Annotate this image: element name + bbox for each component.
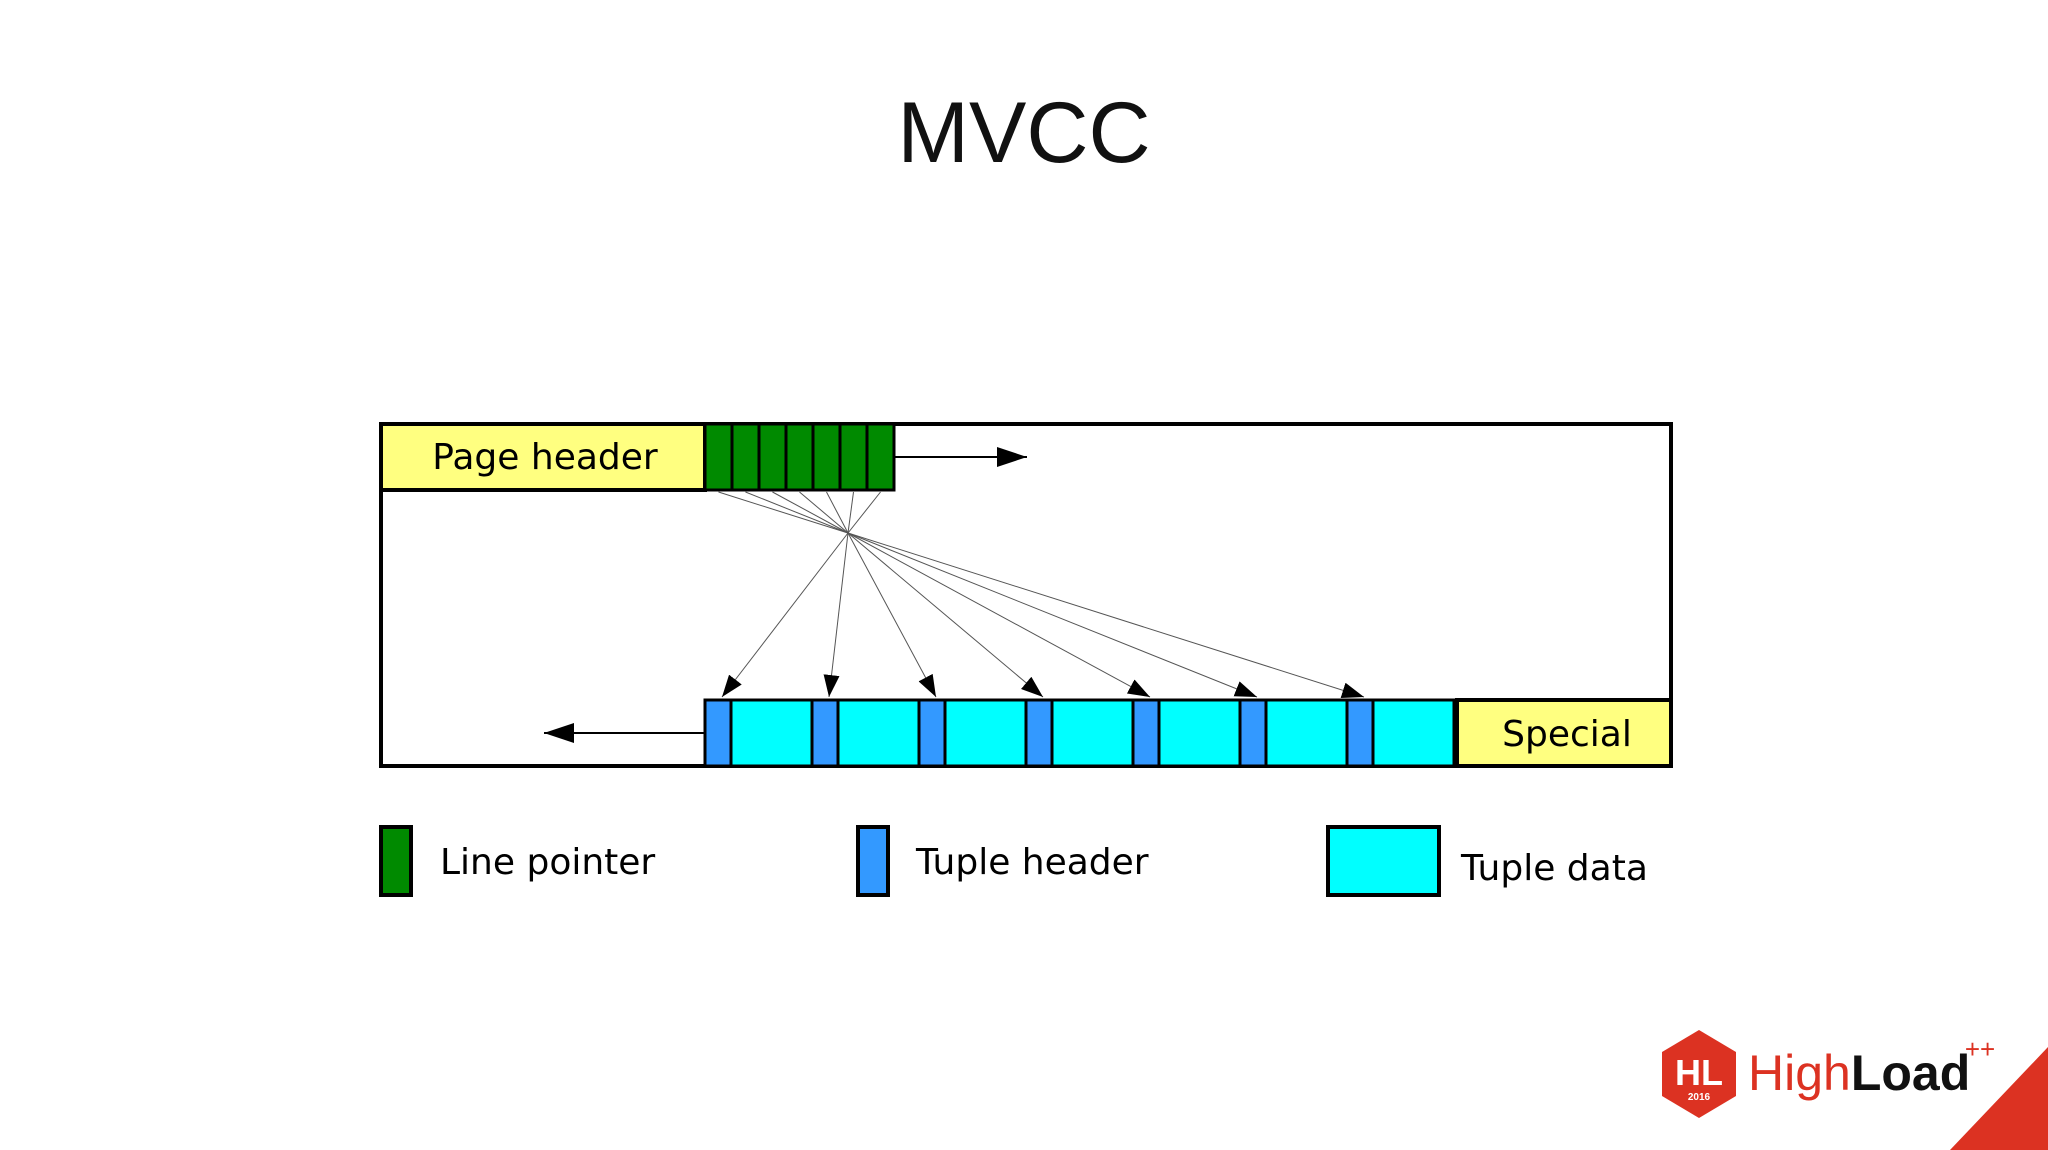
tuple-data-block bbox=[1050, 698, 1135, 768]
tuple-data-block bbox=[836, 698, 921, 768]
tuple-header-block bbox=[1238, 698, 1268, 768]
tuple-data-block bbox=[1371, 698, 1456, 768]
legend-swatch-tuple-data bbox=[1326, 825, 1441, 897]
legend-label-tuple-header: Tuple header bbox=[915, 842, 1149, 883]
pointer-line-segment bbox=[826, 491, 849, 534]
tuple-data-block bbox=[729, 698, 814, 768]
tuple-header-block bbox=[1024, 698, 1054, 768]
line-pointer-slot bbox=[865, 422, 896, 492]
tuple-header-block bbox=[917, 698, 947, 768]
hl-badge-icon bbox=[1662, 1030, 1736, 1118]
tuples bbox=[703, 698, 1456, 768]
pointer-arrow bbox=[847, 532, 1151, 698]
pointer-arrow bbox=[847, 532, 1044, 698]
pointer-arrow bbox=[847, 532, 937, 698]
pointer-line-segment bbox=[799, 491, 849, 534]
corner-accent bbox=[1950, 1047, 2048, 1150]
tuple-header-block bbox=[810, 698, 840, 768]
pointer-line-segment bbox=[772, 491, 849, 534]
pointer-line-segment bbox=[745, 491, 849, 534]
pointer-lines bbox=[718, 491, 1365, 698]
line-pointer-slot bbox=[784, 422, 815, 492]
line-pointer-slot bbox=[838, 422, 869, 492]
line-pointer-slot bbox=[811, 422, 842, 492]
tuple-data-block bbox=[1157, 698, 1242, 768]
line-pointer-slot bbox=[703, 422, 734, 492]
pointer-arrow bbox=[847, 532, 1365, 698]
slide-title: MVCC bbox=[897, 85, 1151, 181]
pointer-line-segment bbox=[847, 491, 881, 534]
tuple-data-block bbox=[1264, 698, 1349, 768]
legend-item-tuple-header: Tuple header bbox=[856, 825, 1149, 897]
logo-wordmark: HighLoad bbox=[1748, 1045, 1970, 1101]
legend-label-tuple-data: Tuple data bbox=[1460, 848, 1648, 889]
pointer-line-segment bbox=[847, 491, 854, 534]
page-header: Page header bbox=[379, 422, 707, 492]
tuple-data-block bbox=[943, 698, 1028, 768]
special-label: Special bbox=[1502, 714, 1632, 755]
line-pointers bbox=[703, 422, 896, 492]
pointer-arrow bbox=[823, 532, 849, 698]
highload-logo: HL 2016 HighLoad ++ bbox=[1662, 1030, 2048, 1150]
logo-name-high: High bbox=[1748, 1045, 1851, 1101]
logo-name-load: Load bbox=[1851, 1045, 1970, 1101]
logo-superscript: ++ bbox=[1965, 1034, 1995, 1064]
line-pointer-slot bbox=[730, 422, 761, 492]
tuple-header-block bbox=[703, 698, 733, 768]
pointer-arrow bbox=[847, 532, 1258, 698]
special-area: Special bbox=[1455, 698, 1673, 768]
logo-badge-year: 2016 bbox=[1688, 1092, 1711, 1103]
legend-swatch-line-pointer bbox=[379, 825, 413, 897]
tuple-header-block bbox=[1131, 698, 1161, 768]
line-pointer-slot bbox=[757, 422, 788, 492]
page-header-label: Page header bbox=[432, 437, 658, 478]
legend: Line pointer Tuple header Tuple data bbox=[379, 825, 1648, 897]
legend-label-line-pointer: Line pointer bbox=[440, 842, 655, 883]
pointer-arrow bbox=[721, 532, 849, 698]
legend-item-tuple-data: Tuple data bbox=[1326, 825, 1648, 897]
legend-item-line-pointer: Line pointer bbox=[379, 825, 655, 897]
legend-swatch-tuple-header bbox=[856, 825, 890, 897]
logo-badge-text: HL bbox=[1675, 1052, 1723, 1093]
tuple-header-block bbox=[1345, 698, 1375, 768]
pointer-line-segment bbox=[718, 491, 849, 534]
